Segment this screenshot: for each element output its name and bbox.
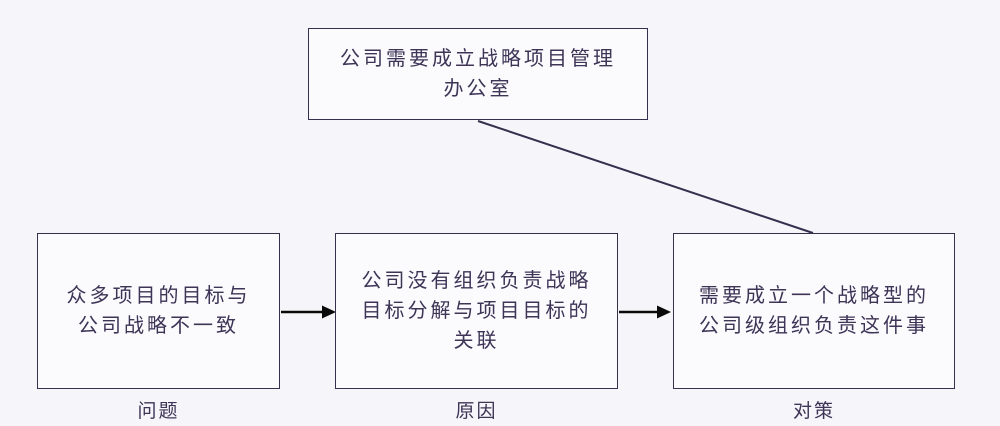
solution-box: 需要成立一个战略型的 公司级组织负责这件事 <box>673 233 955 389</box>
problem-box: 众多项目的目标与 公司战略不一致 <box>37 233 280 389</box>
solution-label: 对策 <box>792 401 835 422</box>
connector-conclusion-to-solution-line <box>477 120 814 234</box>
cause-label: 原因 <box>455 401 498 422</box>
arrow-cause-to-solution-icon <box>619 305 671 319</box>
problem-label: 问题 <box>137 401 180 422</box>
cause-box: 公司没有组织负责战略 目标分解与项目目标的 关联 <box>335 233 618 389</box>
arrow-problem-to-cause-icon <box>281 305 336 319</box>
conclusion-box: 公司需要成立战略项目管理 办公室 <box>308 28 648 120</box>
